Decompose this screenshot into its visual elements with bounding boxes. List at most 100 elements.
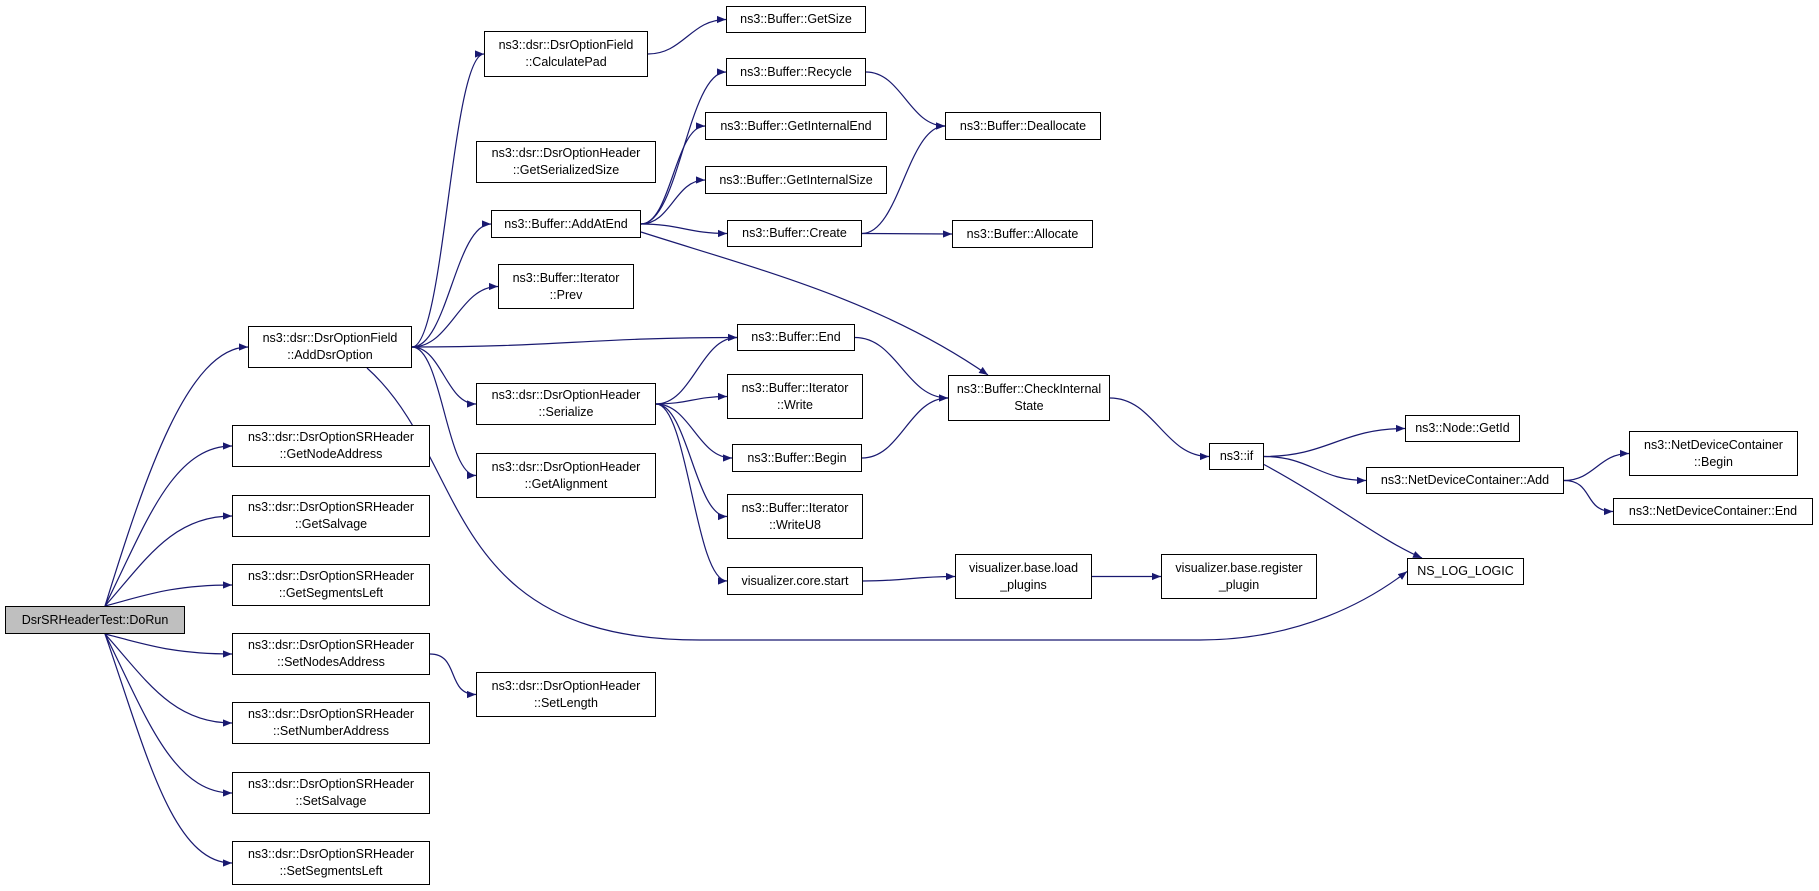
node-ns-log-logic[interactable]: NS_LOG_LOGIC [1407,558,1524,585]
node-iter-prev[interactable]: ns3::Buffer::Iterator::Prev [498,264,634,309]
edge-recycle-to-deallocate [865,71,946,130]
edge-checkInternal-to-nsIf [1109,397,1210,461]
node-set-segments-left[interactable]: ns3::dsr::DsrOptionSRHeader::SetSegments… [232,841,430,885]
node-label-line: ns3::dsr::DsrOptionSRHeader [247,569,415,583]
node-label-line: ns3::if [1219,449,1254,463]
node-create[interactable]: ns3::Buffer::Create [727,220,862,247]
node-ndc-end[interactable]: ns3::NetDeviceContainer::End [1613,498,1813,525]
node-label-line: ns3::Buffer::Allocate [966,226,1079,241]
node-label-line: ns3::dsr::DsrOptionHeader [491,678,641,693]
node-label-line: ns3::Buffer::Iterator [741,500,849,515]
edge-calculatePad-to-getSize [647,15,727,55]
node-label-line: ns3::NetDeviceContainer::Add [1380,473,1550,487]
node-get-alignment[interactable]: ns3::dsr::DsrOptionHeader::GetAlignment [476,453,656,498]
node-label-line: State [1014,399,1044,413]
node-label-line: DsrSRHeaderTest::DoRun [21,612,169,627]
edge-create-to-allocate [861,230,953,238]
node-label-line: ns3::dsr::DsrOptionHeader [491,146,641,160]
node-label-line: ns3::Buffer::GetSize [740,12,852,26]
node-get-node-address[interactable]: ns3::dsr::DsrOptionSRHeader::GetNodeAddr… [232,425,430,467]
node-ndc-add[interactable]: ns3::NetDeviceContainer::Add [1366,467,1564,494]
node-deallocate[interactable]: ns3::Buffer::Deallocate [945,112,1101,140]
node-add-at-end[interactable]: ns3::Buffer::AddAtEnd [491,210,641,238]
edge-addAtEnd-to-checkInternal [640,231,989,376]
node-get-salvage[interactable]: ns3::dsr::DsrOptionSRHeader::GetSalvage [232,495,430,537]
node-viz-load-plugins[interactable]: visualizer.base.load _plugins [955,554,1092,599]
edge-serialize-to-iterWriteU8 [655,403,728,521]
node-label-line: ns3::dsr::DsrOptionField [262,331,398,345]
node-label-line: ::SetNumberAddress [272,724,390,738]
edge-root-to-setNodesAddress [104,633,233,658]
edge-ndcAdd-to-ndcEnd [1563,479,1614,516]
node-get-segments-left[interactable]: ns3::dsr::DsrOptionSRHeader::GetSegments… [232,564,430,606]
node-begin[interactable]: ns3::Buffer::Begin [732,444,862,472]
node-label-line: ::SetSalvage [295,794,367,808]
node-label-line: ::GetAlignment [524,476,608,491]
node-set-length[interactable]: ns3::dsr::DsrOptionHeader::SetLength [476,672,656,717]
edge-root-to-setSalvage [104,633,233,797]
node-allocate[interactable]: ns3::Buffer::Allocate [952,220,1093,248]
node-label-line: ns3::Buffer::Deallocate [959,118,1087,133]
node-label-line: ns3::dsr::DsrOptionHeader [491,459,641,474]
node-label-line: ns3::Buffer::GetInternalEnd [720,118,872,133]
node-iter-write[interactable]: ns3::Buffer::Iterator::Write [727,374,863,419]
node-get-internal-size[interactable]: ns3::Buffer::GetInternalSize [705,166,887,194]
node-label-line: ::WriteU8 [769,517,821,532]
edge-nsIf-to-nodeGetId [1263,424,1406,458]
node-label-line: ns3::dsr::DsrOptionHeader [491,388,641,402]
edge-nsIf-to-ndcAdd [1263,455,1367,485]
node-root: DsrSRHeaderTest::DoRun [5,606,185,634]
node-label-line: ns3::dsr::DsrOptionSRHeader [247,430,415,444]
edge-serialize-to-end [655,333,738,405]
edge-begin-to-checkInternal [861,394,949,459]
node-label-line: ns3::dsr::DsrOptionSRHeader [247,707,415,721]
node-set-salvage[interactable]: ns3::dsr::DsrOptionSRHeader::SetSalvage [232,772,430,814]
node-end[interactable]: ns3::Buffer::End [737,324,855,351]
node-label-line: ns3::dsr::DsrOptionSRHeader [247,638,415,652]
node-iter-write-u8[interactable]: ns3::Buffer::Iterator::WriteU8 [727,494,863,539]
node-ndc-begin[interactable]: ns3::NetDeviceContainer::Begin [1629,431,1798,476]
node-serialize[interactable]: ns3::dsr::DsrOptionHeader::Serialize [476,383,656,425]
node-label-line: ::SetSegmentsLeft [279,864,383,878]
node-label-line: ns3::Buffer::Create [742,226,847,240]
node-label-line: ns3::Buffer::GetInternalSize [719,172,873,187]
node-label-line: ::GetSegmentsLeft [278,586,384,600]
edge-vizCoreStart-to-vizLoadPlugins [862,572,956,582]
node-node-get-id[interactable]: ns3::Node::GetId [1405,415,1520,442]
node-label-line: ns3::NetDeviceContainer::End [1628,504,1798,518]
edge-root-to-setSegmentsLeft [104,633,233,867]
edge-addAtEnd-to-getInternalSize [640,176,706,225]
node-get-size[interactable]: ns3::Buffer::GetSize [726,6,866,33]
edge-serialize-to-iterWrite [655,392,728,405]
node-recycle[interactable]: ns3::Buffer::Recycle [726,58,866,86]
node-label-line: ::Prev [549,287,583,302]
node-calculate-pad[interactable]: ns3::dsr::DsrOptionField::CalculatePad [484,31,648,77]
edge-root-to-addDsrOption [104,343,249,607]
edge-end-to-checkInternal [854,336,949,402]
node-ns-if[interactable]: ns3::if [1209,443,1264,470]
edge-setNodesAddress-to-setLength [429,653,477,699]
node-label-line: ns3::Buffer::Begin [747,450,847,465]
node-label-line: ns3::Node::GetId [1415,421,1510,435]
edge-addDsrOption-to-getAlignment [411,346,477,480]
node-get-internal-end[interactable]: ns3::Buffer::GetInternalEnd [705,112,887,140]
edge-create-to-deallocate [861,122,946,235]
node-label-line: visualizer.base.load [968,560,1079,575]
node-viz-register-plugin[interactable]: visualizer.base.register_plugin [1161,554,1317,599]
node-label-line: ns3::dsr::DsrOptionField [498,38,634,52]
node-set-number-address[interactable]: ns3::dsr::DsrOptionSRHeader::SetNumberAd… [232,702,430,744]
edge-root-to-getSalvage [104,512,233,607]
node-add-dsr-option[interactable]: ns3::dsr::DsrOptionField::AddDsrOption [248,326,412,368]
node-label-line: ns3::Buffer::AddAtEnd [504,216,628,231]
node-viz-core-start[interactable]: visualizer.core.start [727,567,863,595]
node-set-nodes-address[interactable]: ns3::dsr::DsrOptionSRHeader::SetNodesAdd… [232,633,430,675]
node-label-line: ::CalculatePad [525,55,607,69]
node-label-line: ::SetLength [534,695,598,710]
edge-addDsrOption-to-calculatePad [411,50,485,348]
edge-addDsrOption-to-iterPrev [411,282,499,348]
node-label-line: _plugins [1000,577,1047,592]
node-get-serialized-size[interactable]: ns3::dsr::DsrOptionHeader::GetSerialized… [476,141,656,183]
edge-serialize-to-begin [655,403,733,462]
